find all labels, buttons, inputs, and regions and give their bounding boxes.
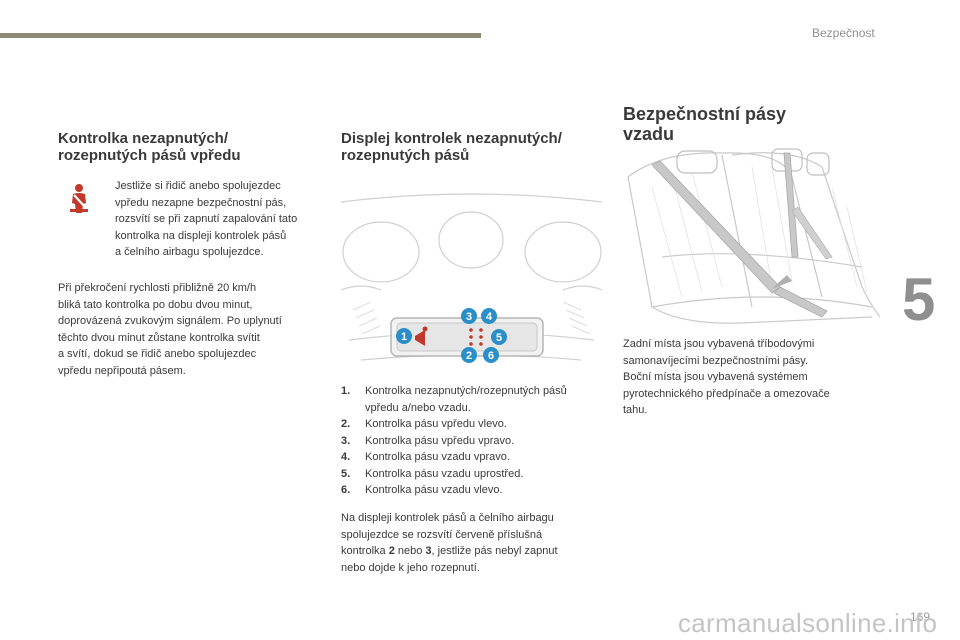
display-legend: 1.Kontrolka nezapnutých/rozepnutých pásů… xyxy=(341,383,567,499)
dashboard-belt-display-illustration: 1 2 3 4 5 6 xyxy=(341,193,602,363)
rear-belts-title: Bezpečnostní pásy vzadu xyxy=(623,104,787,144)
chapter-number: 5 xyxy=(902,266,936,333)
legend-item: 4.Kontrolka pásu vzadu vpravo. xyxy=(341,451,510,463)
legend-item: 2.Kontrolka pásu vpředu vlevo. xyxy=(341,418,507,430)
belt-display-title: Displej kontrolek nezapnutých/ rozepnutý… xyxy=(341,130,562,164)
legend-item: 6.Kontrolka pásu vzadu vlevo. xyxy=(341,484,503,496)
front-belt-intro: Jestliže si řidič anebo spolujezdec vpře… xyxy=(115,180,298,258)
callout-2: 2 xyxy=(466,350,472,362)
callout-5: 5 xyxy=(496,332,502,344)
rear-seats-illustration xyxy=(627,148,880,324)
legend-item: 3.Kontrolka pásu vpředu vpravo. xyxy=(341,434,515,447)
callout-6: 6 xyxy=(488,350,494,362)
watermark: carmanualsonline.info xyxy=(678,608,938,638)
page-number: 169 xyxy=(910,610,931,624)
callout-3: 3 xyxy=(466,311,472,323)
legend-item: 1.Kontrolka nezapnutých/rozepnutých pásů… xyxy=(341,385,567,414)
callout-4: 4 xyxy=(486,311,493,323)
rear-belts-body: Zadní místa jsou vybavená tříbodovými sa… xyxy=(623,338,830,416)
callout-1: 1 xyxy=(401,331,407,343)
section-title: Bezpečnost xyxy=(812,26,875,40)
seatbelt-warning-icon xyxy=(70,184,88,213)
legend-item: 5.Kontrolka pásu vzadu uprostřed. xyxy=(341,467,524,480)
display-note: Na displeji kontrolek pásů a čelního air… xyxy=(341,512,558,574)
front-belt-warning-title: Kontrolka nezapnutých/ rozepnutých pásů … xyxy=(58,130,241,164)
front-belt-body: Při překročení rychlosti přibližně 20 km… xyxy=(58,282,282,377)
top-accent-bar xyxy=(0,33,481,38)
